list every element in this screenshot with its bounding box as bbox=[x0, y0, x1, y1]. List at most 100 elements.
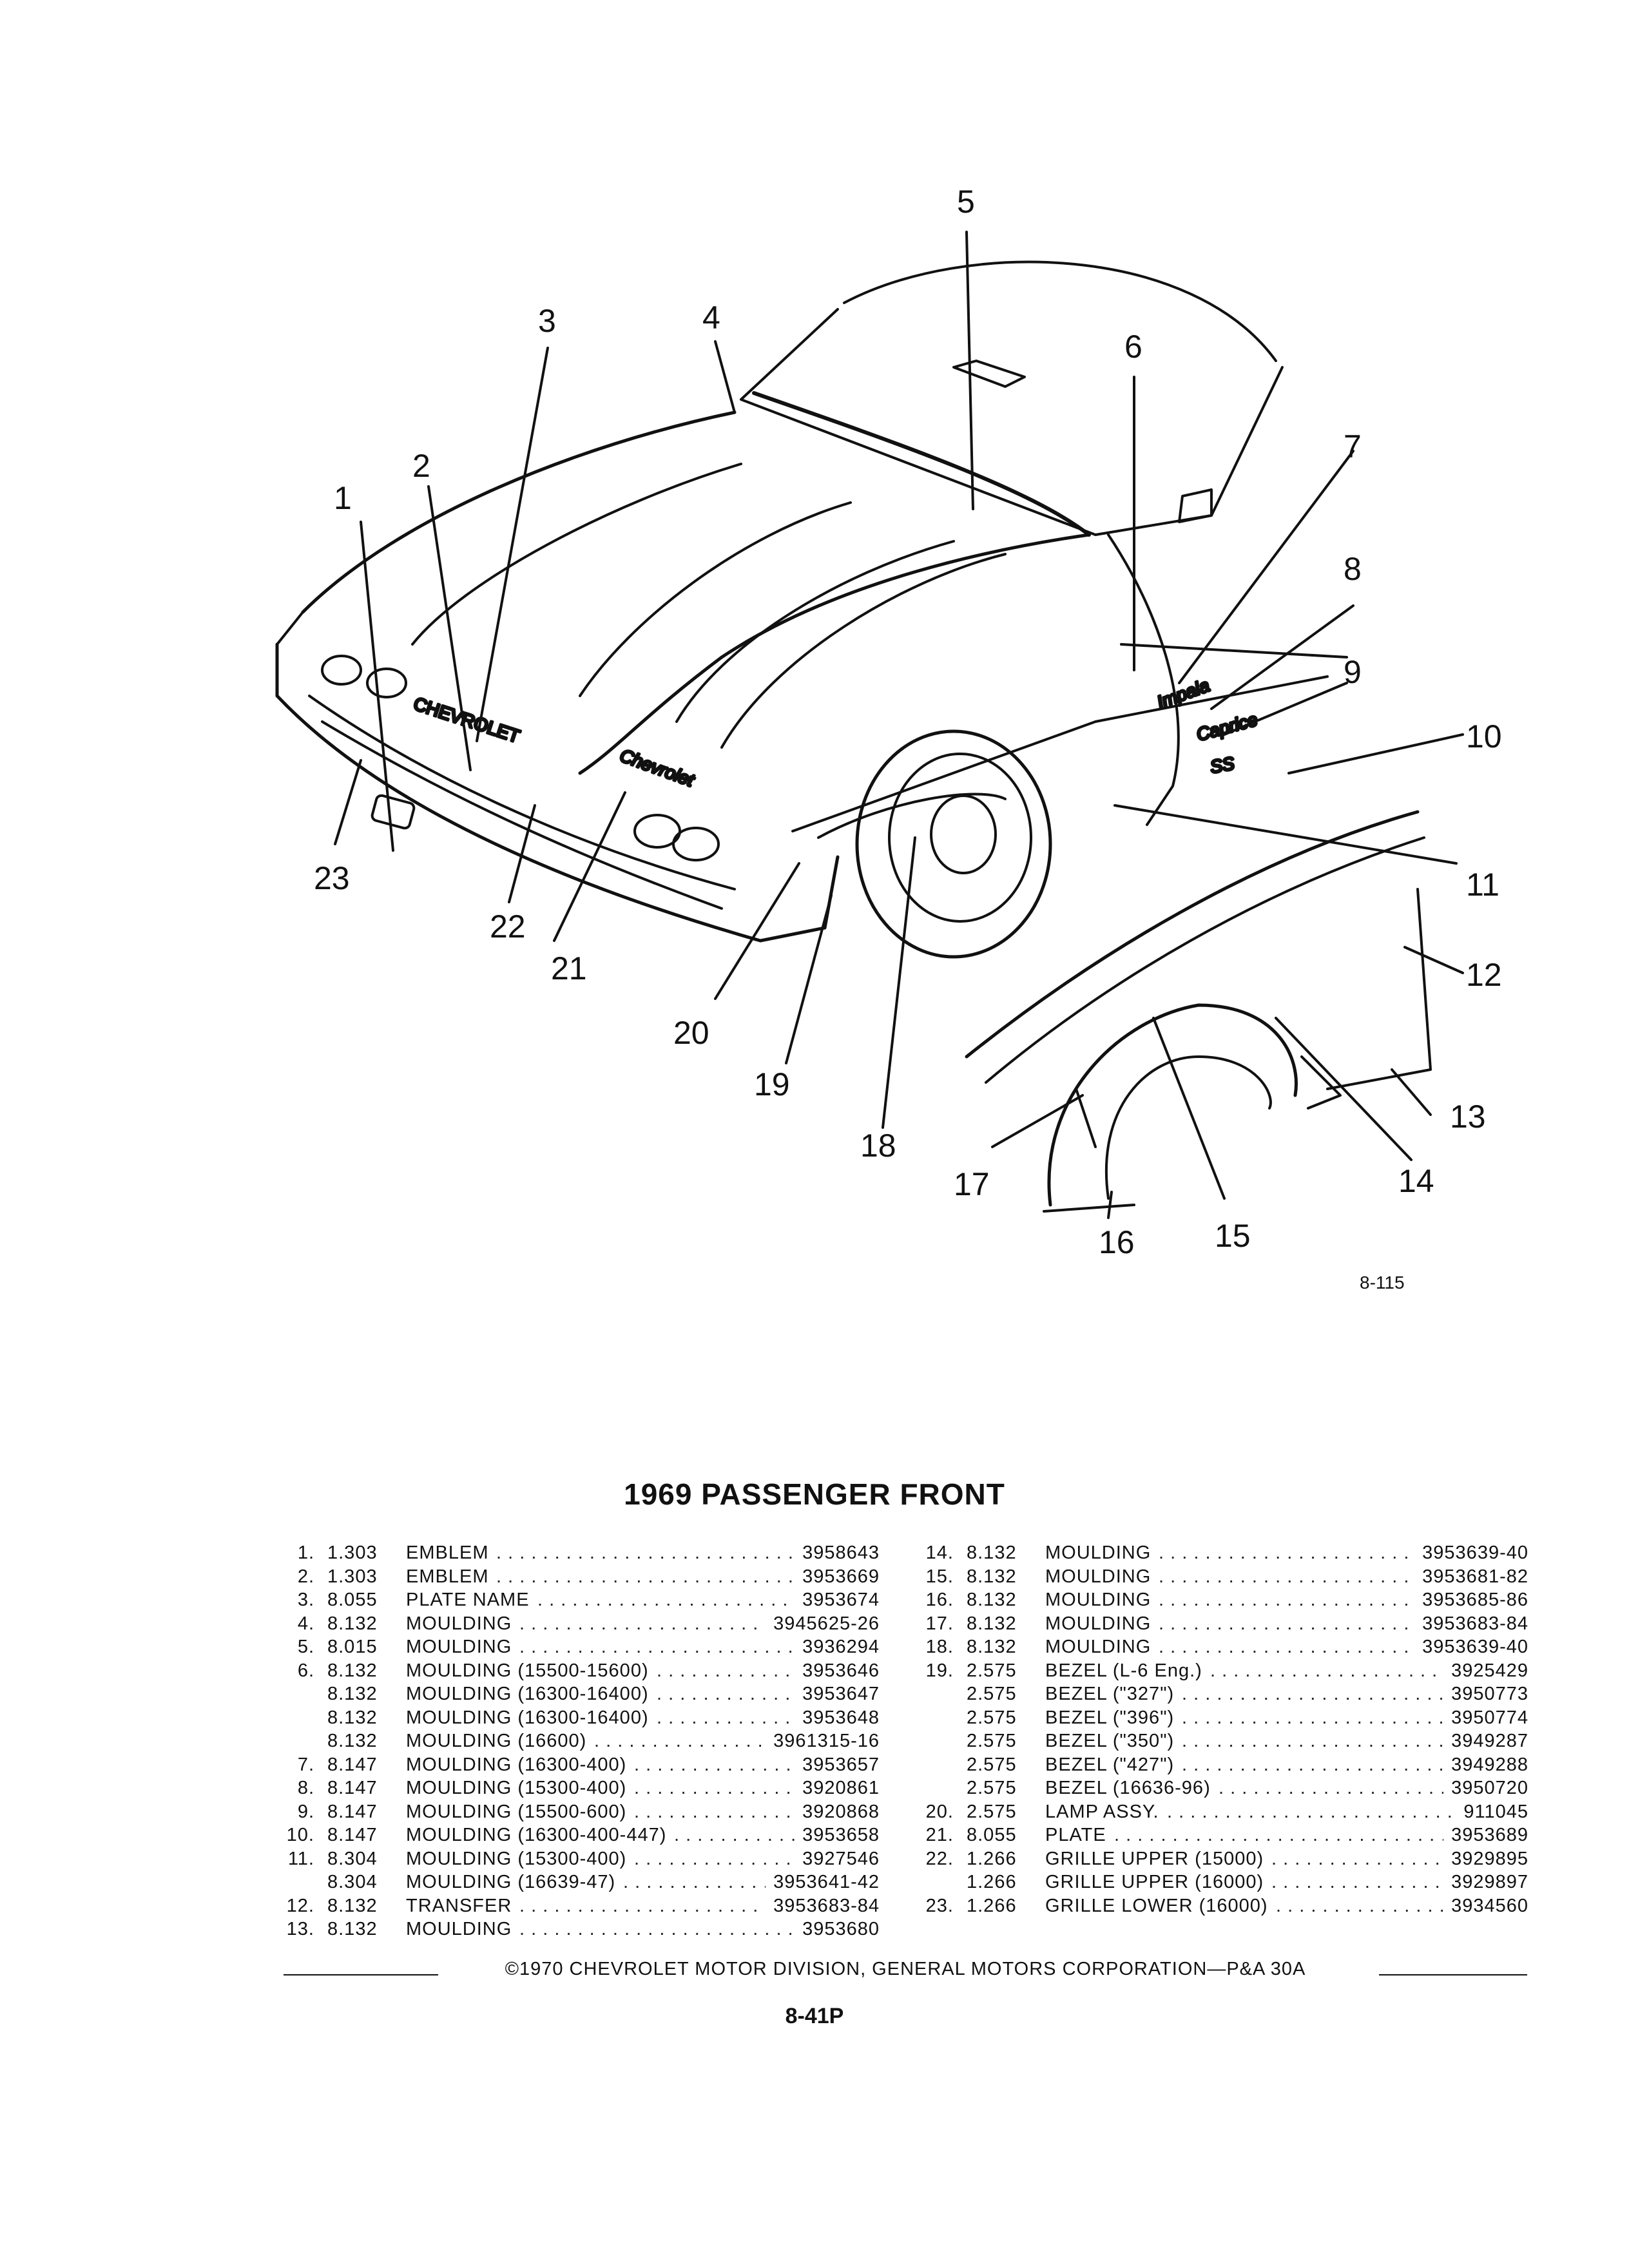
group-number: 2.575 bbox=[967, 1801, 1017, 1822]
rule-left bbox=[284, 1974, 438, 1975]
group-number: 8.132 bbox=[967, 1613, 1017, 1634]
dot-leader: . . . . . . . . . . . . . . . . . . . . … bbox=[496, 1542, 795, 1563]
part-number-index: 13. bbox=[286, 1919, 314, 1939]
callout-3: 3 bbox=[538, 303, 556, 339]
part-number-index: 1. bbox=[297, 1542, 314, 1563]
part-description: BEZEL ("327") bbox=[1045, 1684, 1175, 1704]
part-description: MOULDING (15500-600) bbox=[406, 1801, 627, 1822]
part-number: 3953685-86 bbox=[1422, 1590, 1528, 1610]
group-number: 1.266 bbox=[967, 1848, 1017, 1869]
group-number: 8.132 bbox=[967, 1566, 1017, 1587]
part-description: MOULDING (15500-15600) bbox=[406, 1660, 649, 1681]
part-description: MOULDING (16300-16400) bbox=[406, 1707, 649, 1728]
part-number-index: 15. bbox=[925, 1566, 954, 1587]
part-number: 3953680 bbox=[802, 1919, 880, 1939]
part-number: 3953681-82 bbox=[1422, 1566, 1528, 1587]
dot-leader: . . . . . . . . . . . . . . . . . . . . … bbox=[1159, 1542, 1414, 1563]
callout-15: 15 bbox=[1215, 1218, 1251, 1254]
group-number: 8.132 bbox=[327, 1660, 378, 1681]
group-number: 2.575 bbox=[967, 1707, 1017, 1728]
group-number: 2.575 bbox=[967, 1684, 1017, 1704]
part-description: MOULDING (15300-400) bbox=[406, 1778, 627, 1798]
part-number-index: 4. bbox=[297, 1613, 314, 1634]
part-description: EMBLEM bbox=[406, 1566, 489, 1587]
part-description: MOULDING (16600) bbox=[406, 1731, 587, 1751]
part-number: 3950773 bbox=[1451, 1684, 1528, 1704]
part-description: BEZEL ("396") bbox=[1045, 1707, 1175, 1728]
group-number: 8.132 bbox=[967, 1542, 1017, 1563]
part-description: PLATE NAME bbox=[406, 1590, 530, 1610]
group-number: 8.132 bbox=[327, 1731, 378, 1751]
callout-2: 2 bbox=[412, 448, 430, 484]
group-number: 8.147 bbox=[327, 1825, 378, 1845]
callout-20: 20 bbox=[673, 1015, 709, 1051]
copyright-footer: ©1970 CHEVROLET MOTOR DIVISION, GENERAL … bbox=[284, 1959, 1527, 1984]
callout-6: 6 bbox=[1124, 329, 1142, 365]
part-number-index: 6. bbox=[297, 1660, 314, 1681]
group-number: 8.132 bbox=[327, 1707, 378, 1728]
group-number: 2.575 bbox=[967, 1660, 1017, 1681]
part-description: MOULDING bbox=[1045, 1542, 1152, 1563]
callout-21: 21 bbox=[551, 950, 587, 986]
part-description: MOULDING (16300-16400) bbox=[406, 1684, 649, 1704]
callout-11: 11 bbox=[1466, 867, 1499, 903]
part-number-index: 9. bbox=[297, 1801, 314, 1822]
dot-leader: . . . . . . . . . . . . . . . . . . . . … bbox=[537, 1590, 795, 1610]
dot-leader: . . . . . . . . . . . . . . . . . . . . … bbox=[634, 1754, 795, 1775]
part-description: LAMP ASSY. bbox=[1045, 1801, 1159, 1822]
group-number: 8.055 bbox=[967, 1825, 1017, 1845]
group-number: 2.575 bbox=[967, 1731, 1017, 1751]
part-number: 3953674 bbox=[802, 1590, 880, 1610]
part-number-index: 12. bbox=[286, 1895, 314, 1916]
dot-leader: . . . . . . . . . . . . . . . . . . . . … bbox=[1210, 1660, 1443, 1681]
callout-17: 17 bbox=[954, 1166, 990, 1202]
callout-9: 9 bbox=[1344, 654, 1362, 690]
dot-leader: . . . . . . . . . . . . . . . . . . . . … bbox=[519, 1613, 766, 1634]
dot-leader: . . . . . . . . . . . . . . . . . . . . … bbox=[1182, 1707, 1443, 1728]
part-number: 3949287 bbox=[1451, 1731, 1528, 1751]
part-description: MOULDING bbox=[406, 1919, 512, 1939]
part-description: MOULDING (16300-400) bbox=[406, 1754, 627, 1775]
part-number-index: 5. bbox=[297, 1637, 314, 1657]
dot-leader: . . . . . . . . . . . . . . . . . . . . … bbox=[1182, 1754, 1443, 1775]
dot-leader: . . . . . . . . . . . . . . . . . . . . … bbox=[519, 1895, 766, 1916]
callout-8: 8 bbox=[1344, 551, 1362, 587]
part-description: MOULDING bbox=[1045, 1590, 1152, 1610]
group-number: 8.015 bbox=[327, 1637, 378, 1657]
parts-row: 2.575 BEZEL ("396") 3950774 . . . . . . . .… bbox=[923, 1706, 1528, 1730]
dot-leader: . . . . . . . . . . . . . . . . . . . . … bbox=[496, 1566, 795, 1587]
part-number: 3953646 bbox=[802, 1660, 880, 1681]
rule-right bbox=[1379, 1974, 1527, 1975]
dot-leader: . . . . . . . . . . . . . . . . . . . . … bbox=[623, 1872, 766, 1892]
dot-leader: . . . . . . . . . . . . . . . . . . . . … bbox=[634, 1801, 795, 1822]
group-number: 8.132 bbox=[327, 1919, 378, 1939]
dot-leader: . . . . . . . . . . . . . . . . . . . . … bbox=[1159, 1613, 1414, 1634]
copyright-text: ©1970 CHEVROLET MOTOR DIVISION, GENERAL … bbox=[502, 1959, 1309, 1979]
part-number: 3953639-40 bbox=[1422, 1637, 1528, 1657]
dot-leader: . . . . . . . . . . . . . . . . . . . . … bbox=[1159, 1637, 1414, 1657]
group-number: 2.575 bbox=[967, 1778, 1017, 1798]
part-number: 3953658 bbox=[802, 1825, 880, 1845]
dot-leader: . . . . . . . . . . . . . . . . . . . . … bbox=[657, 1660, 795, 1681]
callout-16: 16 bbox=[1099, 1224, 1135, 1260]
page-title: 1969 PASSENGER FRONT bbox=[624, 1477, 1005, 1511]
part-number: 3950774 bbox=[1451, 1707, 1528, 1728]
svg-text:SS: SS bbox=[1209, 753, 1236, 777]
part-number-index: 7. bbox=[297, 1754, 314, 1775]
